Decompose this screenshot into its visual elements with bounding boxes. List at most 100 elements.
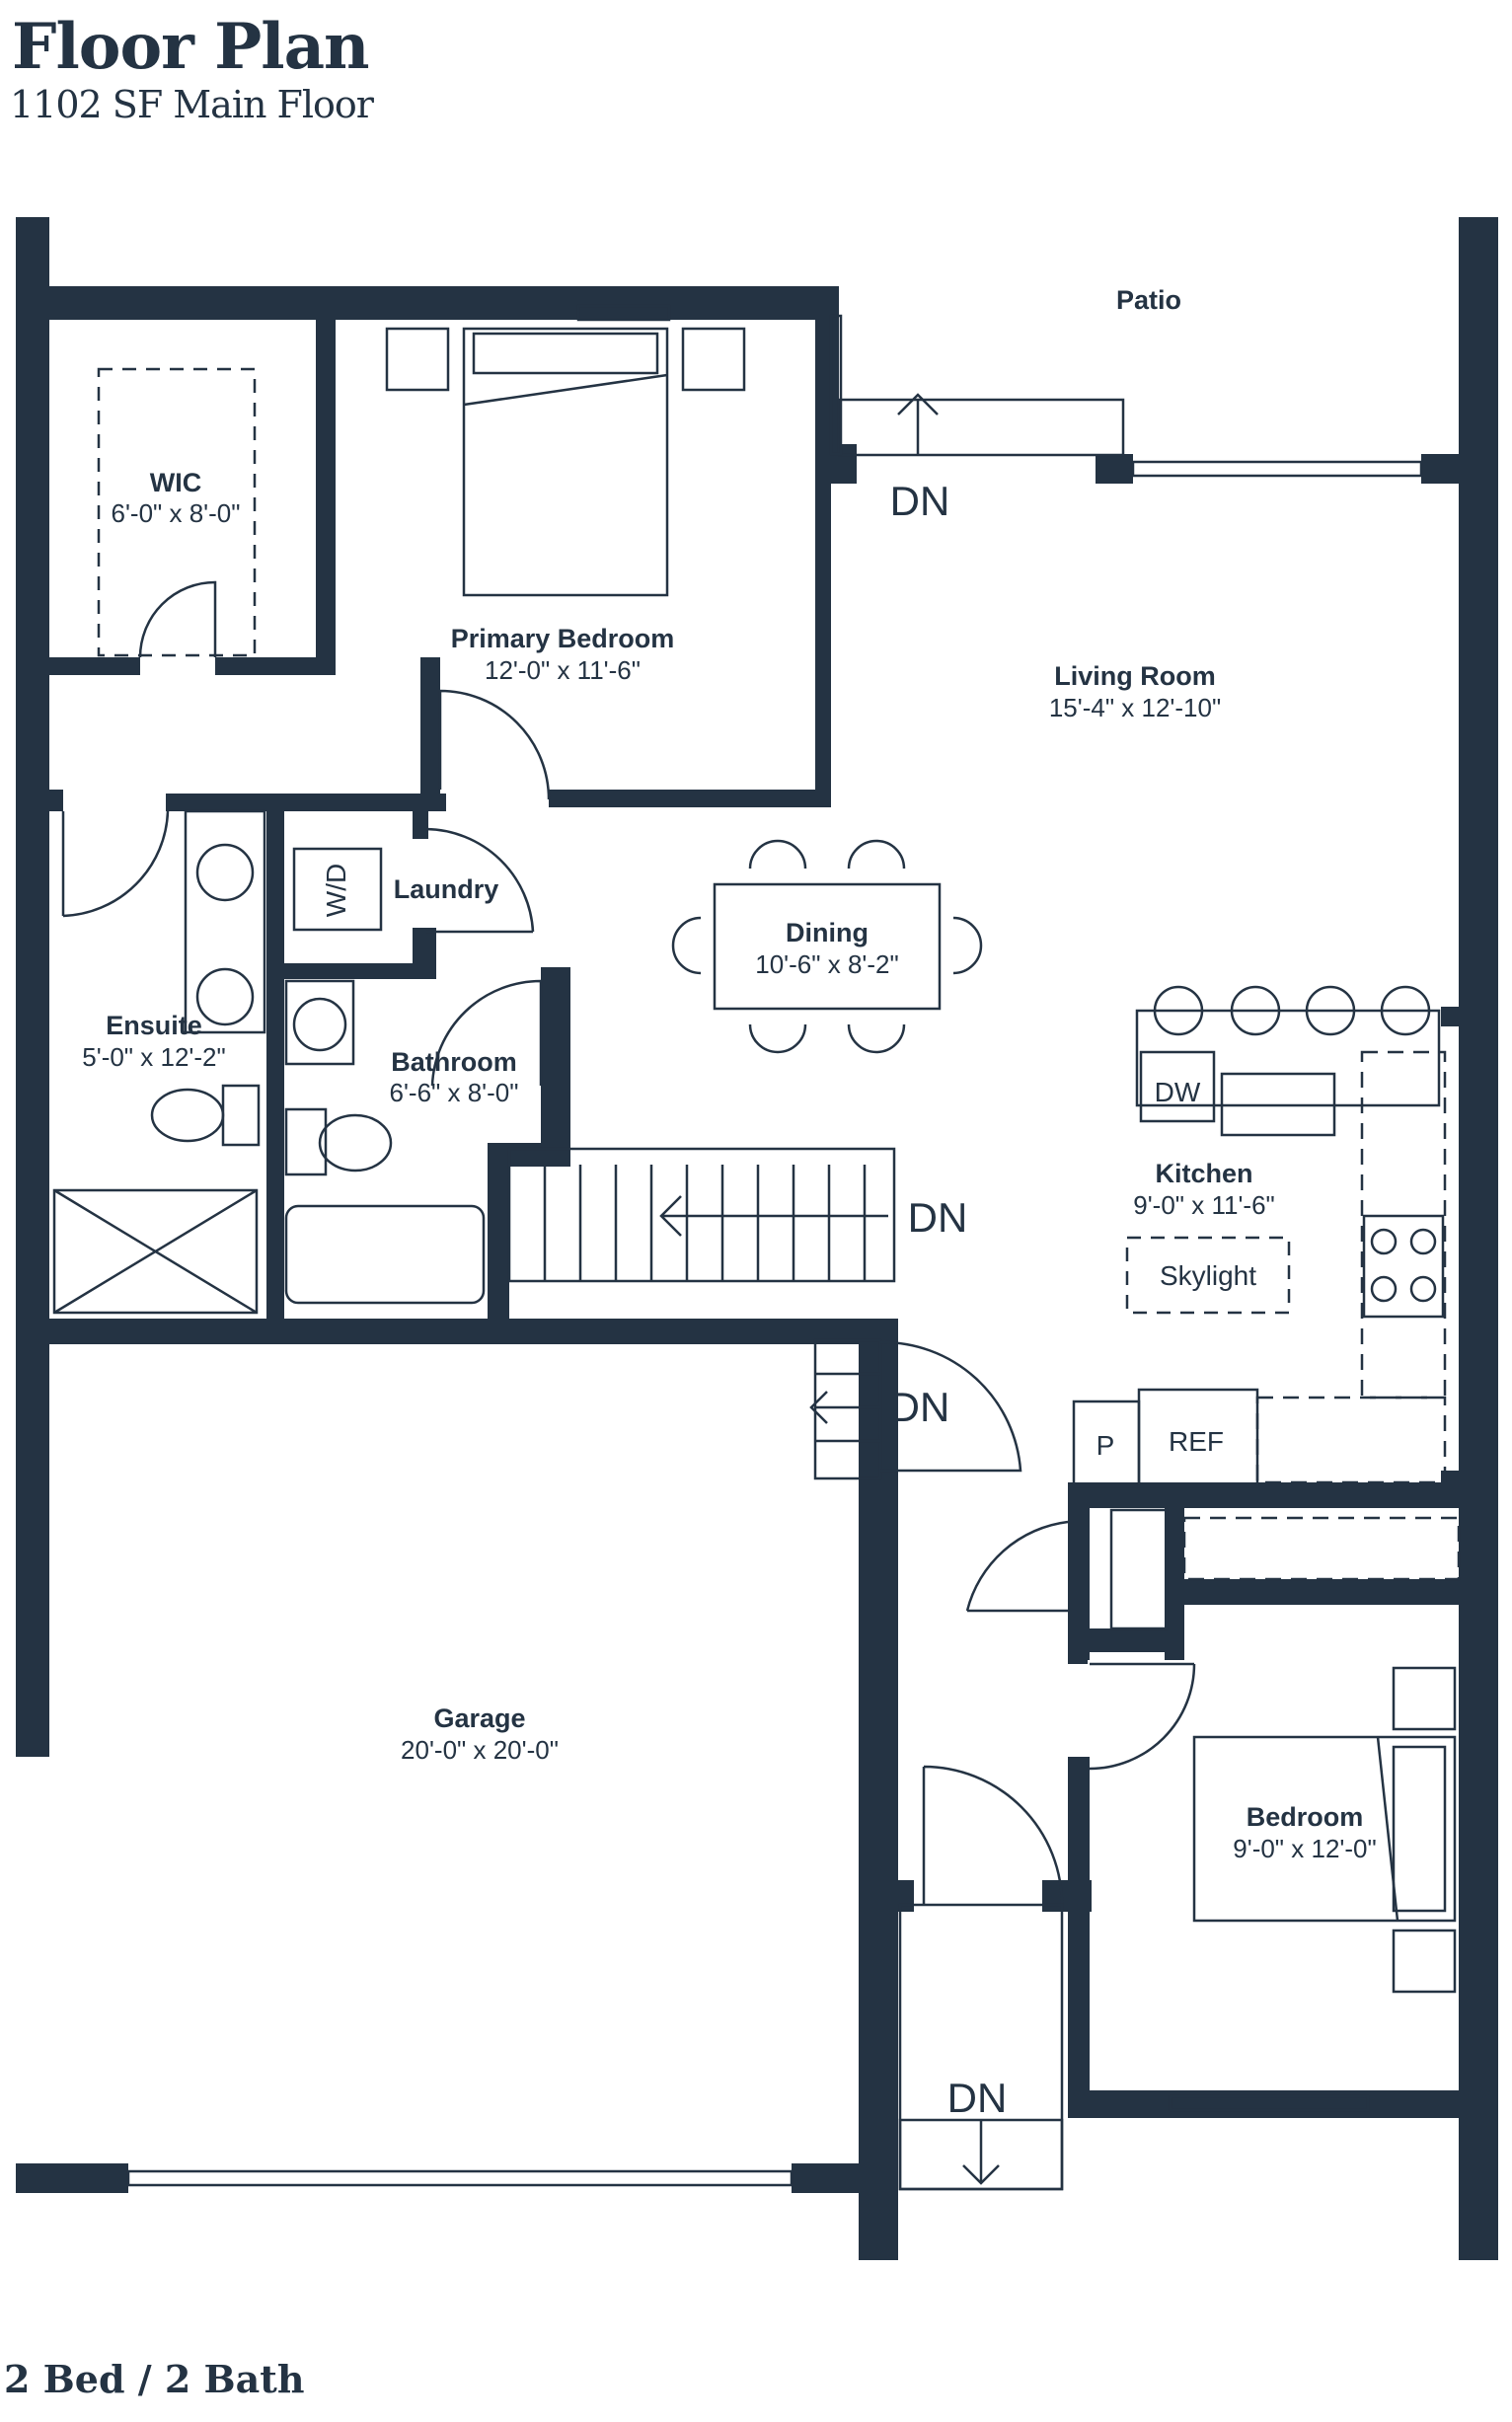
- living-room-dimensions: 15'-4" x 12'-10": [1049, 693, 1221, 722]
- ensuite-toilet-bowl: [150, 1088, 225, 1143]
- closet-door-swing: [965, 1520, 1069, 1613]
- wall-bedroom-south: [1068, 2090, 1498, 2118]
- wall-bath-east: [541, 967, 570, 1147]
- stool-1: [1153, 985, 1204, 1036]
- wall-ensuite-east: [266, 794, 284, 1319]
- main-stair-treads: [543, 1165, 867, 1281]
- wall-primary-south: [549, 790, 831, 807]
- patio-door-frame: [829, 314, 843, 456]
- ensuite-sink-2: [195, 967, 255, 1026]
- burner-4: [1409, 1275, 1437, 1303]
- wall-living-jamb: [1096, 454, 1133, 484]
- primary-nightstand-right: [681, 327, 746, 392]
- page-subtitle: 1102 SF Main Floor: [10, 83, 374, 126]
- wic-dimensions: 6'-0" x 8'-0": [112, 498, 241, 528]
- bathtub: [284, 1204, 486, 1305]
- garage-door-swing: [879, 1340, 1022, 1473]
- wall-top-exterior: [16, 286, 837, 320]
- stool-2: [1230, 985, 1281, 1036]
- primary-bedroom-label: Primary Bedroom: [451, 624, 675, 653]
- burner-1: [1370, 1228, 1398, 1255]
- ensuite-label: Ensuite: [106, 1011, 202, 1040]
- wall-wic-south-b: [215, 657, 336, 675]
- wall-ensuite-north: [166, 794, 446, 811]
- bed-bath-summary: 2 Bed / 2 Bath: [4, 2357, 305, 2401]
- pantry-label: P: [1096, 1430, 1115, 1461]
- skylight-outline: [1125, 1236, 1291, 1315]
- range: [1362, 1214, 1445, 1319]
- bedroom-bed-pillow: [1392, 1745, 1447, 1913]
- garage-dimensions: 20'-0" x 20'-0": [401, 1735, 559, 1765]
- kitchen-counter-south: [1255, 1396, 1447, 1484]
- wall-stair-west: [488, 1143, 509, 1321]
- bathroom-door-swing: [430, 979, 543, 1087]
- wall-garage-top: [16, 1319, 898, 1344]
- stool-3: [1305, 985, 1356, 1036]
- bath-toilet-bowl: [318, 1113, 393, 1173]
- washer-dryer: [292, 847, 383, 932]
- garage-overhead-door: [126, 2169, 794, 2187]
- garage-stair-treads: [809, 1372, 880, 1443]
- kitchen-sink: [1220, 1072, 1336, 1137]
- entry-door-swing: [922, 1765, 1064, 1906]
- bedroom-dimensions: 9'-0" x 12'-0": [1233, 1834, 1376, 1863]
- main-stair-down-label: DN: [908, 1194, 968, 1241]
- bedroom-bed: [1192, 1735, 1457, 1923]
- garage-label: Garage: [433, 1703, 525, 1733]
- burner-3: [1370, 1275, 1398, 1303]
- wall-primary-east: [815, 464, 831, 804]
- bedroom-closet-shelf: [1182, 1516, 1461, 1581]
- bath-toilet-tank: [284, 1107, 328, 1176]
- primary-window: [576, 304, 671, 322]
- wall-hall-west-upper: [1068, 1482, 1090, 1660]
- garage-stair-down-label: DN: [890, 1384, 950, 1430]
- wall-laundry-stub: [413, 794, 428, 839]
- bathroom-dimensions: 6'-6" x 8'-0": [390, 1078, 519, 1107]
- laundry-door-swing: [425, 827, 535, 934]
- ensuite-toilet-tank: [221, 1084, 261, 1147]
- stool-4: [1380, 985, 1431, 1036]
- wall-kitchen-jamb: [1441, 1007, 1480, 1026]
- primary-door-swing: [438, 689, 551, 800]
- wall-garage-bottom-left: [16, 2163, 128, 2193]
- washer-dryer-label: W/D: [321, 864, 351, 917]
- entry-stair-down-label: DN: [947, 2075, 1008, 2121]
- garage-stair: [813, 1338, 882, 1480]
- dishwasher: [1139, 1050, 1216, 1123]
- main-stair-arrow: [659, 1195, 888, 1237]
- entry-stair-arrow: [962, 2120, 1000, 2185]
- bath-sink: [292, 997, 347, 1052]
- dining-label: Dining: [786, 918, 869, 947]
- wall-right-exterior: [1459, 217, 1498, 2260]
- wall-patio-jamb: [815, 444, 857, 484]
- living-room-label: Living Room: [1054, 661, 1216, 691]
- ensuite-vanity: [184, 809, 266, 1034]
- ensuite-shower-x: [53, 1188, 258, 1315]
- wall-garage-right: [859, 1323, 898, 2260]
- laundry-label: Laundry: [394, 874, 499, 904]
- wall-left-exterior: [16, 217, 49, 1757]
- wall-bedroom-west: [1068, 1757, 1090, 2098]
- bedroom-nightstand-top: [1392, 1666, 1457, 1731]
- wall-ensuite-door-jamb: [49, 790, 63, 811]
- kitchen-label: Kitchen: [1155, 1159, 1252, 1188]
- bedroom-nightstand-bottom: [1392, 1929, 1457, 1994]
- wall-living-jamb-right: [1421, 454, 1478, 484]
- wall-entry-jamb-right: [1042, 1880, 1092, 1912]
- ensuite-shower: [52, 1188, 259, 1315]
- burner-2: [1409, 1228, 1437, 1255]
- kitchen-counter-north: [1135, 1009, 1441, 1107]
- wic-closet-shelf: [97, 367, 257, 657]
- wall-primary-west: [420, 657, 440, 805]
- patio-label: Patio: [1116, 285, 1181, 315]
- patio-step-arrow: [897, 393, 939, 454]
- main-stair: [507, 1147, 896, 1283]
- wall-wic-south-a: [49, 657, 140, 675]
- dining-chairs: [671, 839, 983, 1054]
- wic-label: WIC: [150, 468, 201, 497]
- ensuite-sink-1: [195, 843, 255, 902]
- primary-bedroom-dimensions: 12'-0" x 11'-6": [485, 655, 641, 685]
- dining-table: [713, 882, 942, 1011]
- wall-bedroom-west-stub: [1068, 1628, 1088, 1664]
